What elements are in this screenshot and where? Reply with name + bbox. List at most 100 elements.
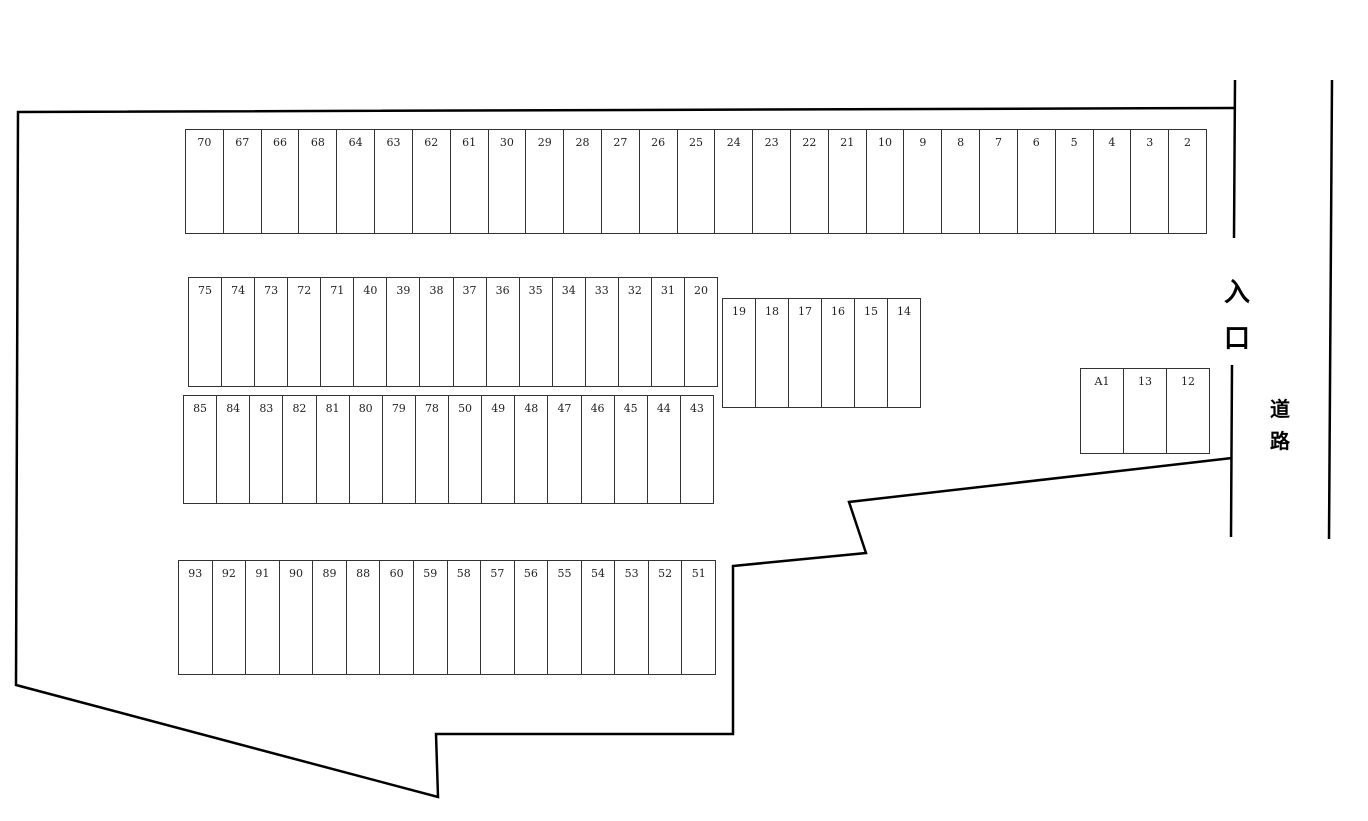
parking-spot: 57 — [481, 561, 515, 674]
parking-spot: 71 — [321, 278, 355, 386]
parking-spot: 88 — [347, 561, 381, 674]
road-char-2: 路 — [1270, 429, 1290, 453]
entrance-line-lower — [1229, 364, 1234, 538]
parking-spot: 47 — [548, 396, 582, 503]
parking-spot: 13 — [1124, 369, 1167, 453]
parking-spot: 34 — [553, 278, 586, 386]
parking-spot: 16 — [822, 299, 855, 407]
parking-spot: 28 — [564, 130, 602, 233]
parking-spot: 67 — [224, 130, 262, 233]
entrance-line-upper — [1232, 79, 1237, 239]
parking-spot: 72 — [288, 278, 322, 386]
parking-spot: 54 — [582, 561, 616, 674]
parking-spot: 52 — [649, 561, 683, 674]
entrance-label: 入 口 — [1221, 270, 1253, 362]
parking-spot: 29 — [526, 130, 565, 233]
parking-spot: 32 — [619, 278, 652, 386]
parking-spot: 35 — [520, 278, 553, 386]
parking-spot: 12 — [1181, 375, 1195, 388]
entrance-char-1: 入 — [1223, 278, 1250, 308]
parking-spot: 26 — [640, 130, 678, 233]
parking-spot: 8 — [942, 130, 981, 233]
parking-spot: 74 — [222, 278, 256, 386]
parking-spot: 56 — [515, 561, 549, 674]
parking-spot: 49 — [482, 396, 516, 503]
parking-spot: 7 — [980, 130, 1018, 233]
parking-spot: 61 — [451, 130, 489, 233]
road-label: 道 路 — [1266, 393, 1294, 457]
parking-spot: 91 — [246, 561, 280, 674]
parking-spot: 53 — [615, 561, 649, 674]
parking-spot: 64 — [337, 130, 376, 233]
parking-spot: 9 — [904, 130, 943, 233]
parking-spot: 81 — [317, 396, 350, 503]
parking-spot: 6 — [1018, 130, 1056, 233]
parking-spot: 17 — [789, 299, 822, 407]
parking-spot: 37 — [454, 278, 487, 386]
parking-spot: 15 — [855, 299, 888, 407]
parking-spot: 85 — [184, 396, 218, 503]
parking-spot: 59 — [414, 561, 448, 674]
parking-spot: 3 — [1131, 130, 1170, 233]
parking-spot: 58 — [448, 561, 482, 674]
parking-spot: 33 — [586, 278, 619, 386]
parking-spot: 89 — [313, 561, 347, 674]
lot-boundary — [14, 106, 1236, 799]
parking-spot: 18 — [756, 299, 789, 407]
parking-spot: 30 — [489, 130, 527, 233]
parking-spot: 22 — [791, 130, 829, 233]
parking-spot: 21 — [829, 130, 867, 233]
parking-spot: 66 — [262, 130, 300, 233]
parking-spot: 40 — [354, 278, 388, 386]
parking-spot: 60 — [380, 561, 414, 674]
parking-spot: 20 — [693, 284, 708, 297]
parking-spot: A1 — [1081, 369, 1124, 453]
parking-spot: 39 — [387, 278, 421, 386]
parking-spot: 31 — [652, 278, 685, 386]
parking-spot: 78 — [416, 396, 449, 503]
parking-spot: 79 — [383, 396, 416, 503]
parking-spot: 84 — [217, 396, 251, 503]
parking-spot: 19 — [723, 299, 756, 407]
parking-spot: 68 — [299, 130, 338, 233]
parking-spot: 92 — [213, 561, 247, 674]
parking-spot: 24 — [715, 130, 754, 233]
parking-spot: 27 — [602, 130, 640, 233]
parking-spot: 63 — [375, 130, 413, 233]
parking-spot: 90 — [280, 561, 314, 674]
parking-spot: 73 — [255, 278, 289, 386]
parking-spot: 80 — [350, 396, 383, 503]
parking-spot: 48 — [515, 396, 549, 503]
road-edge-line — [1327, 79, 1334, 540]
parking-spot: 23 — [753, 130, 791, 233]
parking-spot: 93 — [179, 561, 213, 674]
parking-spot: 46 — [582, 396, 615, 503]
parking-spot: 4 — [1094, 130, 1132, 233]
parking-spot: 25 — [678, 130, 716, 233]
parking-spot: 75 — [189, 278, 223, 386]
parking-spot: 10 — [867, 130, 905, 233]
parking-spot: 14 — [897, 305, 911, 318]
road-char-1: 道 — [1270, 397, 1290, 421]
parking-spot: 83 — [250, 396, 284, 503]
parking-spot: 5 — [1056, 130, 1094, 233]
parking-spot: 82 — [283, 396, 317, 503]
parking-spot: 2 — [1184, 136, 1192, 149]
parking-spot: 43 — [689, 402, 704, 415]
entrance-char-2: 口 — [1223, 324, 1250, 354]
parking-spot: 36 — [487, 278, 520, 386]
parking-spot: 62 — [413, 130, 451, 233]
parking-spot: 70 — [186, 130, 224, 233]
parking-spot: 50 — [449, 396, 483, 503]
parking-spot: 55 — [548, 561, 582, 674]
parking-spot: 45 — [615, 396, 648, 503]
parking-spot: 51 — [691, 567, 706, 580]
parking-spot: 44 — [648, 396, 681, 503]
